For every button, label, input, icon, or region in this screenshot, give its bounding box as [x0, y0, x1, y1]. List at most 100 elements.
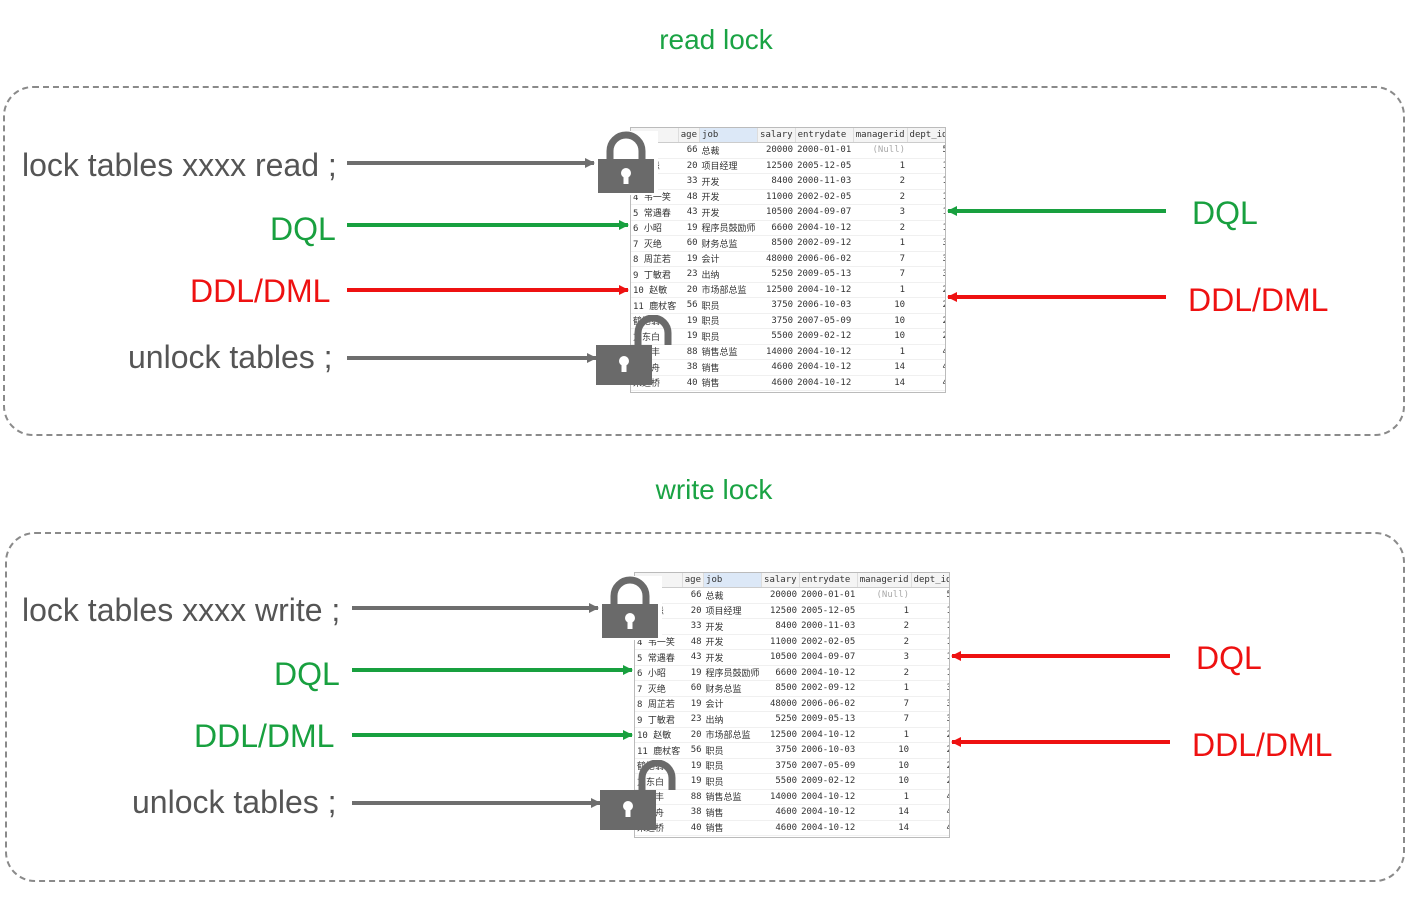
- table-cell-entrydate: 2004-10-12: [795, 344, 854, 360]
- table-cell-job: 会计: [703, 696, 762, 712]
- table-cell-salary: 5500: [761, 773, 800, 790]
- column-header-managerid: managerid: [853, 128, 908, 143]
- table-cell-dept_id: 1: [907, 158, 945, 174]
- table-cell-salary: 12500: [757, 158, 796, 174]
- table-cell-age: 48: [678, 189, 700, 205]
- table-cell-job: 销售: [703, 820, 762, 836]
- table-cell-entrydate: 2007-05-09: [795, 313, 854, 329]
- read-ddl-dml-right-label: DDL/DML: [1188, 282, 1329, 318]
- table-cell-job: 开发: [699, 189, 758, 205]
- table-cell-entrydate: 2002-09-12: [799, 680, 858, 697]
- table-cell-entrydate: 2009-05-13: [795, 266, 854, 283]
- table-cell-salary: 4600: [757, 359, 796, 376]
- table-cell-managerid: 2: [857, 618, 912, 635]
- table-cell-age: 19: [678, 328, 700, 345]
- table-cell-managerid: 10: [853, 328, 908, 345]
- table-cell-salary: 10500: [761, 649, 800, 666]
- table-cell-entrydate: 2004-10-12: [799, 665, 858, 681]
- table-cell-managerid: 7: [857, 711, 912, 728]
- read-ddl-dml-left-label: DDL/DML: [190, 273, 331, 309]
- lock-open-icon: [600, 759, 676, 830]
- column-header-salary: salary: [757, 128, 796, 143]
- employee-table-grid: nameagejobsalaryentrydatemanageriddept_i…: [631, 128, 945, 391]
- table-cell-name: 9 丁敏君: [635, 711, 683, 728]
- read-lock-frame: [3, 86, 1405, 436]
- table-cell-entrydate: 2007-05-09: [799, 758, 858, 774]
- table-cell-age: 20: [678, 282, 700, 298]
- table-cell-age: 19: [682, 665, 704, 681]
- column-header-job: job: [699, 128, 759, 143]
- table-cell-entrydate: 2006-06-02: [795, 251, 854, 267]
- table-cell-managerid: 1: [853, 235, 908, 252]
- table-cell-job: 开发: [703, 649, 762, 666]
- table-cell-job: 市场部总监: [699, 282, 758, 298]
- table-cell-name: 5 常遇春: [635, 649, 683, 666]
- table-cell-salary: 3750: [757, 297, 796, 314]
- table-cell-job: 开发: [703, 618, 762, 635]
- table-cell-managerid: 1: [857, 727, 912, 743]
- table-cell-job: 财务总监: [699, 235, 758, 252]
- table-cell-age: 19: [678, 220, 700, 236]
- column-header-entrydate: entrydate: [799, 573, 858, 588]
- table-cell-job: 开发: [699, 204, 758, 221]
- table-cell-entrydate: 2002-02-05: [799, 634, 858, 650]
- table-cell-dept_id: 2: [911, 758, 949, 774]
- table-cell-salary: 5250: [761, 711, 800, 728]
- table-cell-salary: 4600: [761, 804, 800, 821]
- table-cell-managerid: 10: [853, 297, 908, 314]
- table-cell-salary: 48000: [757, 251, 796, 267]
- column-header-job: job: [703, 573, 763, 588]
- table-cell-dept_id: 3: [907, 251, 945, 267]
- table-cell-age: 23: [682, 711, 704, 728]
- table-cell-name: 11 鹿杖客: [631, 297, 679, 314]
- table-cell-age: 38: [678, 359, 700, 376]
- table-cell-dept_id: 1: [907, 204, 945, 221]
- table-cell-age: 20: [682, 603, 704, 619]
- table-cell-job: 总裁: [703, 587, 762, 604]
- table-cell-managerid: 14: [857, 804, 912, 821]
- table-cell-age: 43: [682, 649, 704, 666]
- table-cell-entrydate: 2006-10-03: [795, 297, 854, 314]
- table-cell-entrydate: 2000-01-01: [795, 142, 854, 159]
- table-cell-dept_id: 3: [907, 266, 945, 283]
- column-header-entrydate: entrydate: [795, 128, 854, 143]
- write-unlock-command-label: unlock tables ;: [132, 784, 337, 820]
- table-cell-age: 23: [678, 266, 700, 283]
- table-cell-age: 56: [678, 297, 700, 314]
- table-cell-dept_id: 3: [911, 696, 949, 712]
- table-cell-managerid: 2: [853, 173, 908, 190]
- write-ddl-dml-left-label: DDL/DML: [194, 718, 335, 754]
- table-cell-age: 19: [678, 313, 700, 329]
- table-cell-dept_id: 3: [911, 680, 949, 697]
- table-row: 金庸66总裁200002000-01-01(Null)5: [635, 587, 949, 604]
- table-cell-age: 88: [678, 344, 700, 360]
- table-cell-dept_id: 4: [911, 804, 949, 821]
- table-cell-job: 程序员鼓励师: [699, 220, 758, 236]
- table-cell-managerid: 7: [853, 266, 908, 283]
- table-cell-dept_id: 4: [907, 375, 945, 391]
- table-cell-job: 市场部总监: [703, 727, 762, 743]
- table-cell-age: 20: [678, 158, 700, 174]
- table-cell-job: 会计: [699, 251, 758, 267]
- table-cell-dept_id: 1: [911, 603, 949, 619]
- table-cell-managerid: 2: [857, 634, 912, 650]
- read-lock-command-label: lock tables xxxx read ;: [22, 147, 337, 183]
- table-cell-managerid: 10: [857, 742, 912, 759]
- table-cell-entrydate: 2004-10-12: [795, 220, 854, 236]
- column-header-managerid: managerid: [857, 573, 912, 588]
- table-cell-entrydate: 2002-09-12: [795, 235, 854, 252]
- table-cell-salary: 3750: [757, 313, 796, 329]
- table-cell-dept_id: 5: [907, 142, 945, 159]
- write-employee-table: nameagejobsalaryentrydatemanageriddept_i…: [634, 572, 950, 838]
- table-cell-age: 33: [678, 173, 700, 190]
- table-cell-managerid: 2: [853, 220, 908, 236]
- table-cell-managerid: 10: [853, 313, 908, 329]
- table-cell-dept_id: 4: [911, 820, 949, 836]
- table-cell-dept_id: 1: [911, 649, 949, 666]
